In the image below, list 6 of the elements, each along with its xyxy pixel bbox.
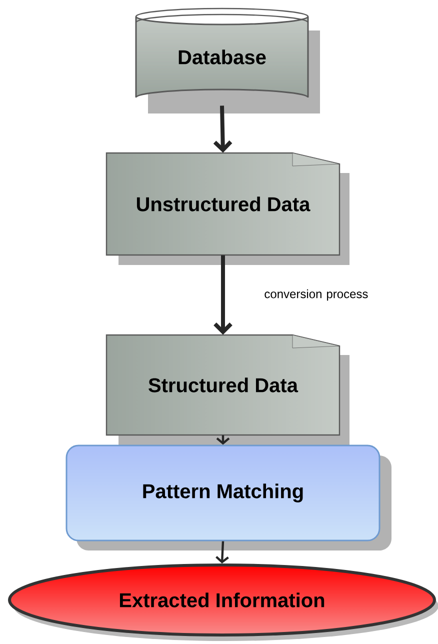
database-cylinder: Database bbox=[135, 8, 320, 114]
edge-label: conversion process bbox=[264, 289, 368, 301]
arrow bbox=[214, 255, 232, 335]
arrow bbox=[213, 106, 232, 153]
arrow bbox=[216, 541, 229, 564]
process-box: Pattern Matching bbox=[66, 444, 392, 550]
